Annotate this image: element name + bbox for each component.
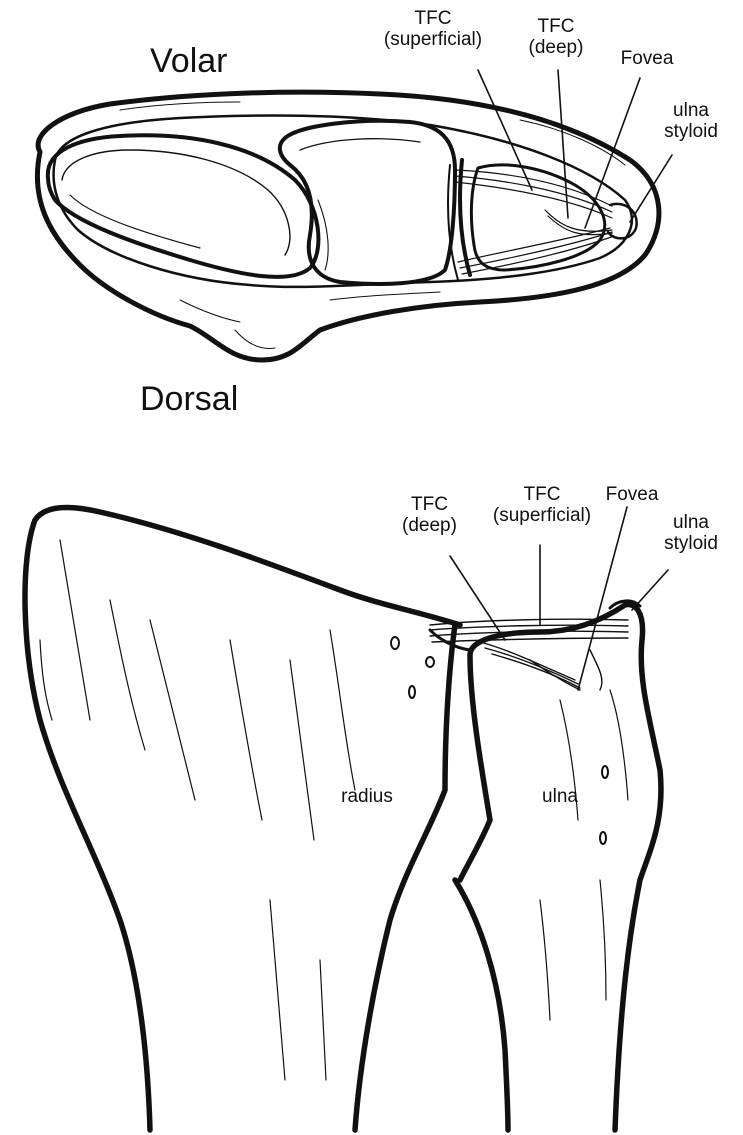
label-tfc-deep-axial: TFC (deep) [520, 16, 592, 59]
label-radius: radius [330, 786, 404, 807]
label-tfc-superficial-front: TFC (superficial) [478, 484, 606, 527]
label-ulna: ulna [530, 786, 590, 807]
label-ulna-styloid-front: ulna styloid [650, 512, 732, 555]
radius-hatching [40, 540, 355, 1080]
label-fovea-axial: Fovea [612, 48, 682, 69]
coronal-leader-lines [450, 507, 668, 690]
radius-outline [25, 507, 460, 1130]
label-fovea-front: Fovea [597, 484, 667, 505]
ulna-outline [460, 604, 661, 1130]
label-ulna-styloid-axial: ulna styloid [650, 100, 732, 143]
axial-inner-rim [54, 116, 632, 287]
label-tfc-superficial-axial: TFC (superficial) [368, 8, 498, 51]
coronal-view-illustration [25, 507, 668, 1130]
label-dorsal: Dorsal [140, 380, 238, 418]
label-tfc-deep-front: TFC (deep) [392, 494, 467, 537]
label-volar: Volar [150, 42, 228, 80]
lunate-fossa [280, 121, 455, 284]
ulna-hatching [540, 690, 628, 1020]
bone-foramina [391, 637, 608, 844]
